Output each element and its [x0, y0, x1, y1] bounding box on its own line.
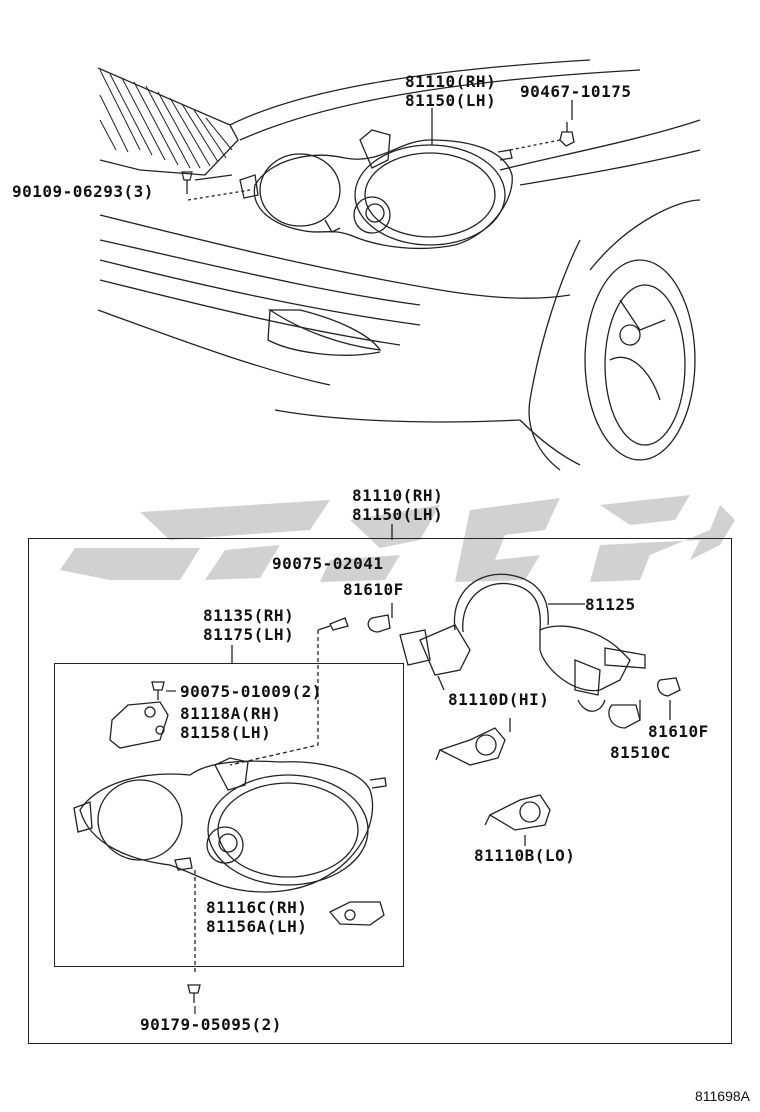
- part-81118a-rh: 81118A(RH): [180, 704, 282, 723]
- car-front-view: [97, 59, 701, 471]
- diagram-code: 811698A: [694, 1088, 750, 1104]
- assembly-frame: [28, 538, 732, 1044]
- label-lens-81135: 81135(RH) 81175(LH): [203, 606, 294, 644]
- label-bulb-81610f-right: 81610F: [648, 722, 709, 741]
- label-headlamp-assy-upper: 81110(RH) 81150(LH): [405, 72, 496, 110]
- part-81156a-lh: 81156A(LH): [206, 917, 308, 936]
- label-screw-90075-01009: 90075-01009(2): [180, 682, 322, 701]
- label-bulb-81610f-top: 81610F: [343, 580, 404, 599]
- part-81510c: 81510C: [610, 743, 671, 762]
- part-81110b-lo: 81110B(LO): [474, 846, 576, 865]
- part-81175-lh: 81175(LH): [203, 625, 295, 644]
- part-81610f-right: 81610F: [648, 722, 709, 741]
- part-90075-02041: 90075-02041: [272, 554, 384, 573]
- part-81135-rh: 81135(RH): [203, 606, 295, 625]
- label-bulb-81510c: 81510C: [610, 743, 671, 762]
- part-81110-rh: 81110(RH): [405, 72, 497, 91]
- label-bolt-90179: 90179-05095(2): [140, 1015, 282, 1034]
- part-81158-lh: 81158(LH): [180, 723, 272, 742]
- part-90467: 90467-10175: [520, 82, 632, 101]
- part-81116c-rh: 81116C(RH): [206, 898, 308, 917]
- label-screw-90075-02041: 90075-02041: [272, 554, 383, 573]
- part-90109: 90109-06293(3): [12, 182, 154, 201]
- label-headlamp-assy-lower: 81110(RH) 81150(LH): [352, 486, 443, 524]
- label-wire-81125: 81125: [585, 595, 636, 614]
- label-bulb-81110d: 81110D(HI): [448, 690, 549, 709]
- part-81125: 81125: [585, 595, 636, 614]
- part-90075-01009: 90075-01009(2): [180, 682, 322, 701]
- label-bracket-81118a: 81118A(RH) 81158(LH): [180, 704, 281, 742]
- exploded-view: [73, 524, 681, 1003]
- grille-hatching: [99, 69, 233, 169]
- part-81150-lh: 81150(LH): [405, 91, 497, 110]
- label-bulb-81110b: 81110B(LO): [474, 846, 575, 865]
- label-bolt-90109: 90109-06293(3): [12, 182, 154, 201]
- part-90179: 90179-05095(2): [140, 1015, 282, 1034]
- assy-81110-rh: 81110(RH): [352, 486, 444, 505]
- assy-81150-lh: 81150(LH): [352, 505, 444, 524]
- lens-subassembly-frame: [54, 663, 404, 967]
- label-adjuster-81116c: 81116C(RH) 81156A(LH): [206, 898, 307, 936]
- label-clip-90467: 90467-10175: [520, 82, 631, 101]
- part-81610f-top: 81610F: [343, 580, 404, 599]
- part-81110d-hi: 81110D(HI): [448, 690, 550, 709]
- watermark-logo: [60, 495, 735, 582]
